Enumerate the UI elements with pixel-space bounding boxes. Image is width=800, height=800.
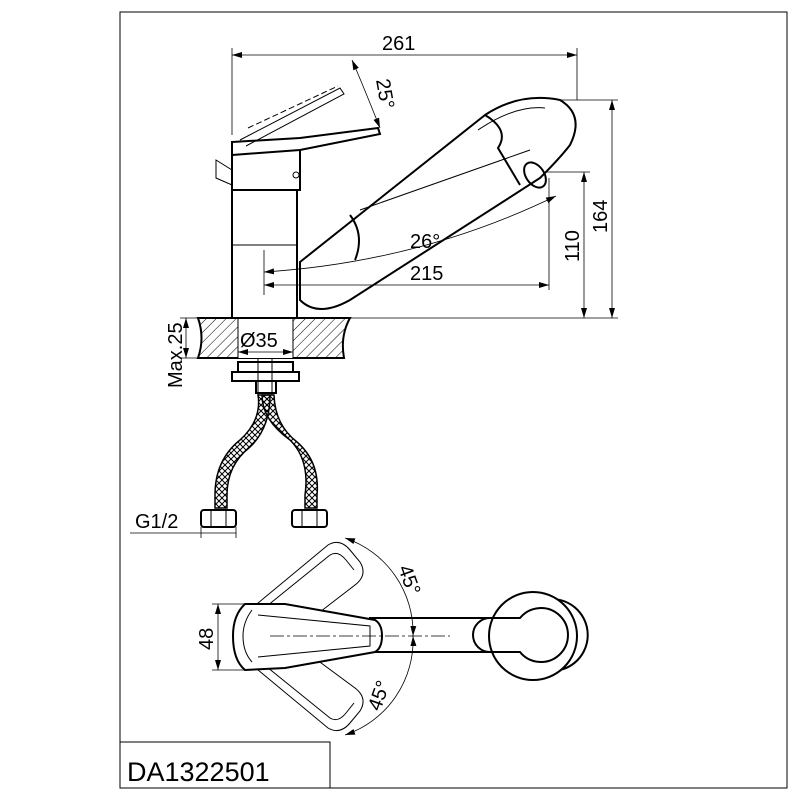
dim-spout-angle: 26°	[410, 231, 440, 253]
spout-spray-face	[523, 161, 547, 189]
dim-rotation-upper: 45°	[393, 562, 424, 598]
model-code: DA1322501	[127, 757, 270, 787]
dim-lever-angle: 25°	[371, 77, 398, 111]
hose-right	[261, 394, 319, 509]
dim-spout-reach: 215	[410, 263, 443, 285]
faucet-body	[231, 189, 298, 319]
title-block: DA1322501	[120, 741, 331, 788]
lever-raised	[239, 87, 345, 147]
frame-border	[119, 11, 788, 789]
dim-rotation-lower: 45°	[364, 678, 395, 714]
lever	[231, 126, 382, 157]
top-base-ring	[488, 591, 578, 681]
top-view: 48 45° 45°	[196, 537, 589, 736]
fitting-left	[200, 509, 237, 528]
fitting-right	[291, 509, 328, 528]
dim-max-deck: Max.25	[165, 322, 187, 388]
dim-body-width: 48	[196, 628, 218, 650]
dim-spout-height: 110	[562, 230, 584, 262]
dim-thread: G1/2	[135, 511, 178, 533]
top-spray-outlet	[472, 607, 569, 663]
side-view: 261 25° 164 110 215 26° Max.25 Ø35	[130, 33, 618, 538]
dim-hole-diameter: Ø35	[240, 330, 278, 352]
dim-total-height: 164	[590, 200, 612, 233]
hose-left	[214, 394, 271, 509]
spout-spray-head	[484, 114, 521, 186]
mounting-nut	[237, 361, 294, 373]
dim-total-length: 261	[382, 33, 415, 55]
top-lever	[231, 603, 384, 672]
